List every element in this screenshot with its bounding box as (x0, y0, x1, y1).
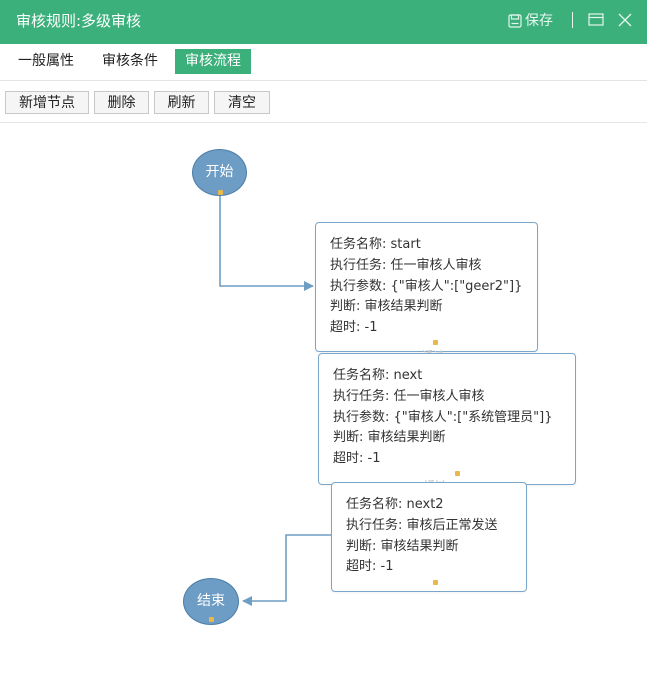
title-divider (572, 12, 573, 28)
flow-start-node[interactable]: 开始 (192, 149, 247, 196)
task-timeout: 超时: -1 (333, 451, 381, 467)
clear-button[interactable]: 清空 (214, 91, 270, 114)
task-node-next-handle[interactable] (455, 471, 460, 476)
tab-audit-conditions[interactable]: 审核条件 (102, 53, 158, 69)
task-node-next2[interactable]: 任务名称: next2 执行任务: 审核后正常发送 判断: 审核结果判断 超时:… (331, 482, 527, 592)
tab-bar: 一般属性 审核条件 审核流程 (0, 44, 647, 81)
tab-general-properties[interactable]: 一般属性 (18, 53, 74, 69)
flow-toolbar: 新增节点 删除 刷新 清空 (0, 81, 647, 123)
save-icon (508, 14, 522, 28)
tab-audit-flow[interactable]: 审核流程 (175, 49, 251, 74)
task-params: 执行参数: {"审核人":["geer2"]} (330, 278, 523, 294)
task-action: 执行任务: 任一审核人审核 (333, 388, 485, 404)
task-name: 任务名称: next2 (346, 497, 444, 512)
flow-end-node[interactable]: 结束 (183, 578, 239, 625)
save-label: 保存 (525, 13, 553, 29)
end-node-label: 结束 (197, 593, 225, 609)
refresh-button[interactable]: 刷新 (154, 91, 209, 114)
end-node-handle[interactable] (209, 617, 214, 622)
task-node-start[interactable]: 任务名称: start 执行任务: 任一审核人审核 执行参数: {"审核人":[… (315, 222, 538, 352)
task-node-start-handle[interactable] (433, 340, 438, 345)
flow-canvas[interactable]: 开始 任务名称: start 执行任务: 任一审核人审核 执行参数: {"审核人… (0, 123, 647, 677)
dialog-title: 审核规则:多级审核 (16, 12, 142, 30)
task-judge: 判断: 审核结果判断 (346, 538, 459, 554)
edge-start-to-task1[interactable] (219, 192, 314, 291)
close-icon[interactable] (617, 12, 633, 28)
save-button[interactable]: 保存 (508, 11, 553, 31)
start-node-label: 开始 (205, 164, 234, 180)
task-timeout: 超时: -1 (346, 559, 394, 575)
task-node-next[interactable]: 任务名称: next 执行任务: 任一审核人审核 执行参数: {"审核人":["… (318, 353, 576, 485)
task-params: 执行参数: {"审核人":["系统管理员"]} (333, 409, 553, 425)
task-action: 执行任务: 审核后正常发送 (346, 517, 498, 533)
task-node-next2-handle[interactable] (433, 580, 438, 585)
task-judge: 判断: 审核结果判断 (333, 430, 446, 446)
maximize-icon[interactable] (588, 13, 604, 27)
task-name: 任务名称: start (330, 237, 421, 252)
task-judge: 判断: 审核结果判断 (330, 299, 443, 315)
task-timeout: 超时: -1 (330, 320, 378, 336)
task-name: 任务名称: next (333, 368, 423, 383)
title-bar: 审核规则:多级审核 保存 (0, 0, 647, 44)
delete-button[interactable]: 删除 (94, 91, 149, 114)
edge-task3-to-end[interactable] (242, 534, 331, 606)
add-node-button[interactable]: 新增节点 (5, 91, 89, 114)
start-node-handle[interactable] (218, 190, 223, 195)
task-action: 执行任务: 任一审核人审核 (330, 257, 482, 273)
